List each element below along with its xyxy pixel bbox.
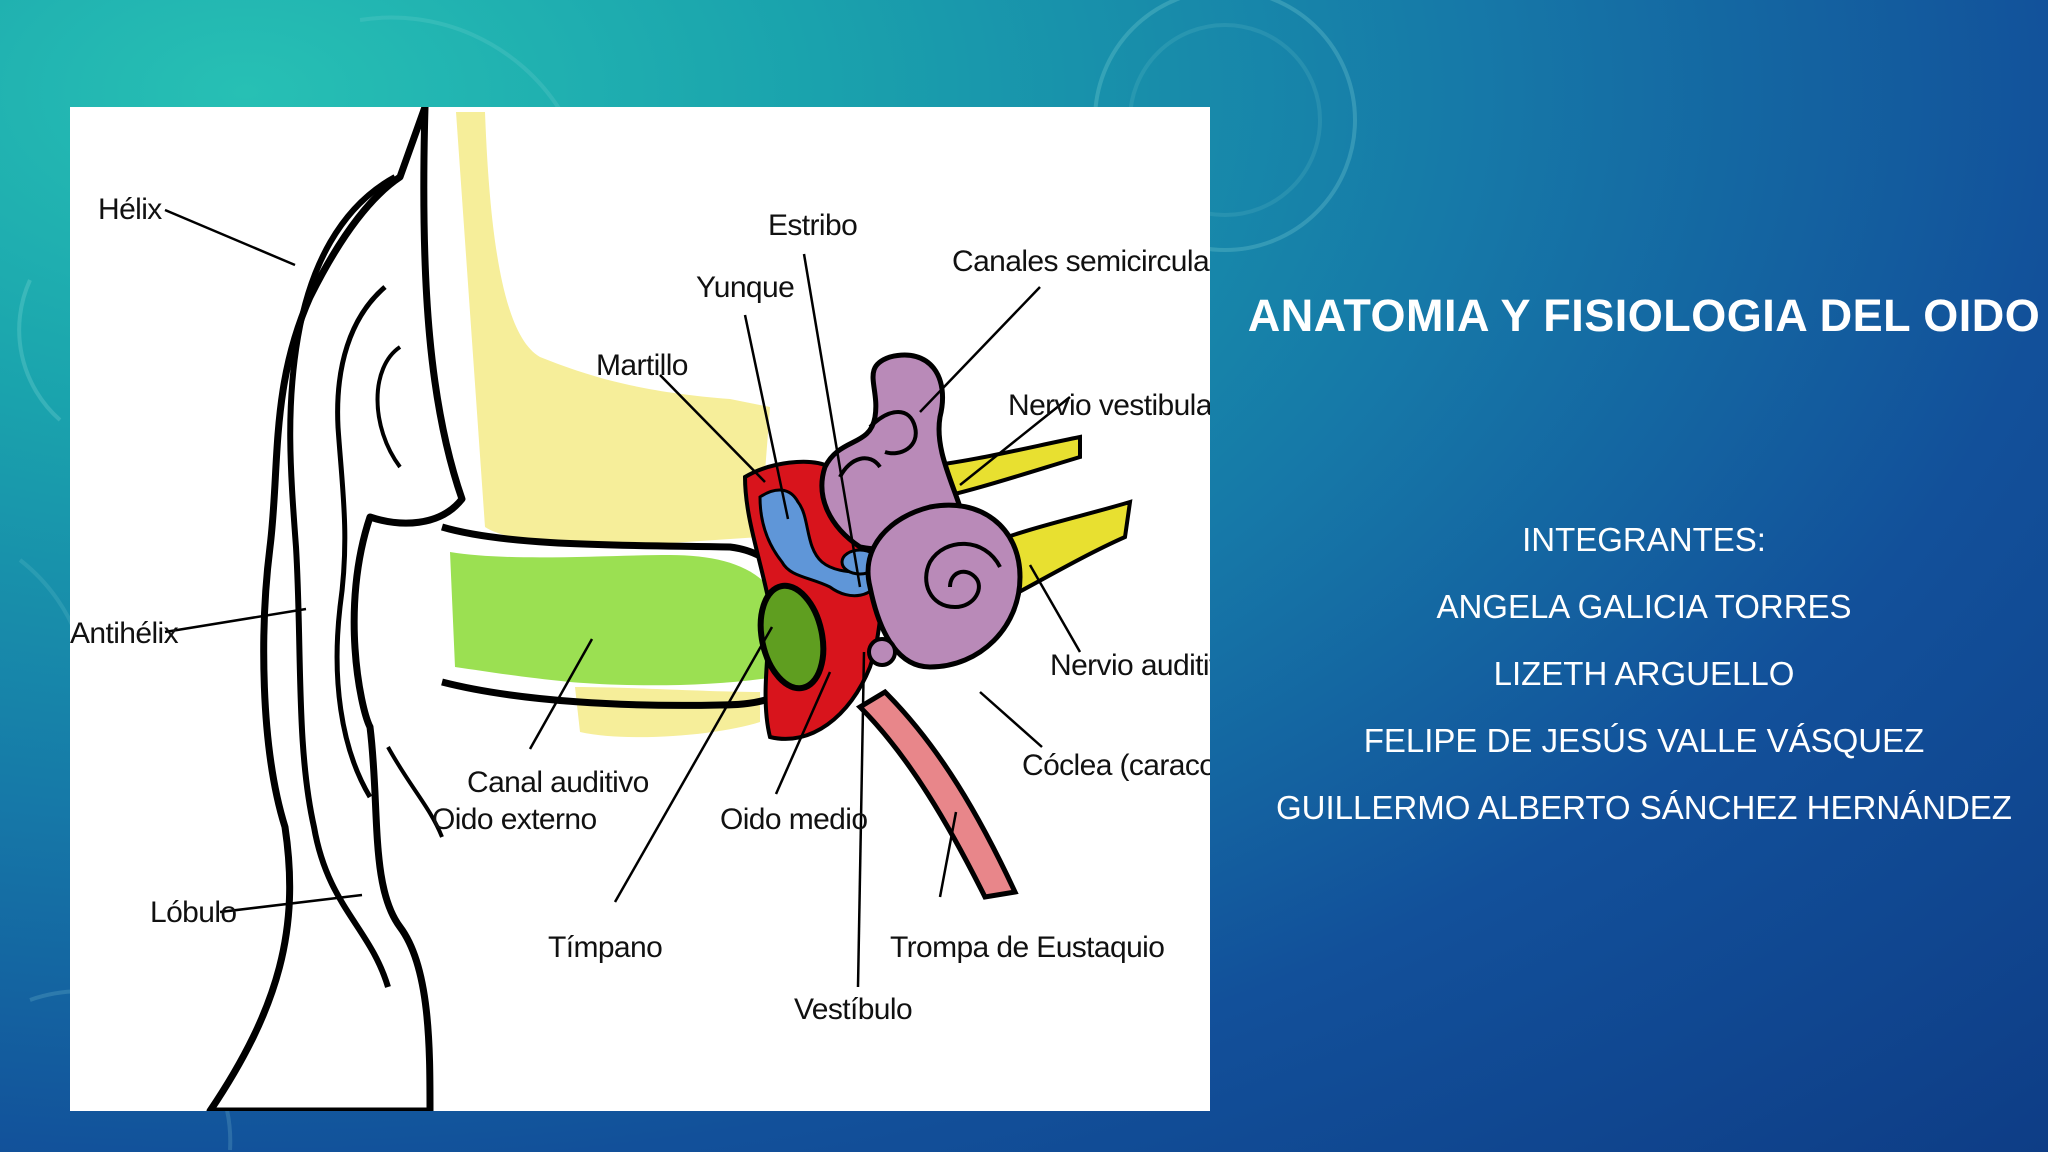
label-lobulo: Lóbulo xyxy=(150,896,237,929)
label-vestibulo: Vestíbulo xyxy=(794,993,912,1026)
label-trompa: Trompa de Eustaquio xyxy=(890,931,1164,964)
label-antihelix: Antihélix xyxy=(70,617,179,650)
label-nervio-vestibular: Nervio vestibular xyxy=(1008,389,1210,422)
label-coclea: Cóclea (caracola) xyxy=(1022,749,1210,782)
label-martillo: Martillo xyxy=(596,349,688,382)
label-yunque: Yunque xyxy=(696,271,794,304)
member-name: FELIPE DE JESÚS VALLE VÁSQUEZ xyxy=(1240,716,2048,783)
label-canal-auditivo: Canal auditivo xyxy=(467,766,649,799)
members-heading: INTEGRANTES: xyxy=(1240,515,2048,582)
label-oido-medio: Oido medio xyxy=(720,803,867,836)
member-name: ANGELA GALICIA TORRES xyxy=(1240,582,2048,649)
eustachian-tube xyxy=(860,692,1015,897)
outer-ear-outline xyxy=(210,107,462,1111)
ear-canal xyxy=(450,552,775,685)
ear-anatomy-diagram: Hélix Antihélix Lóbulo Canal auditivo Oi… xyxy=(70,107,1210,1111)
label-canales: Canales semicirculares xyxy=(952,245,1210,278)
label-helix: Hélix xyxy=(98,193,162,226)
label-nervio-auditivo: Nervio auditivo xyxy=(1050,649,1210,682)
members-list: INTEGRANTES: ANGELA GALICIA TORRES LIZET… xyxy=(1240,515,2048,850)
vestibule xyxy=(869,639,895,665)
label-estribo: Estribo xyxy=(768,209,857,242)
label-timpano: Tímpano xyxy=(548,931,662,964)
label-oido-externo: Oido externo xyxy=(432,803,597,836)
member-name: GUILLERMO ALBERTO SÁNCHEZ HERNÁNDEZ xyxy=(1240,783,2048,850)
slide-title-block: ANATOMIA Y FISIOLOGIA DEL OIDO xyxy=(1240,290,2048,342)
member-name: LIZETH ARGUELLO xyxy=(1240,649,2048,716)
slide-title: ANATOMIA Y FISIOLOGIA DEL OIDO xyxy=(1240,290,2048,342)
ear-diagram-panel: Hélix Antihélix Lóbulo Canal auditivo Oi… xyxy=(70,107,1210,1111)
temporal-bone xyxy=(456,112,770,547)
